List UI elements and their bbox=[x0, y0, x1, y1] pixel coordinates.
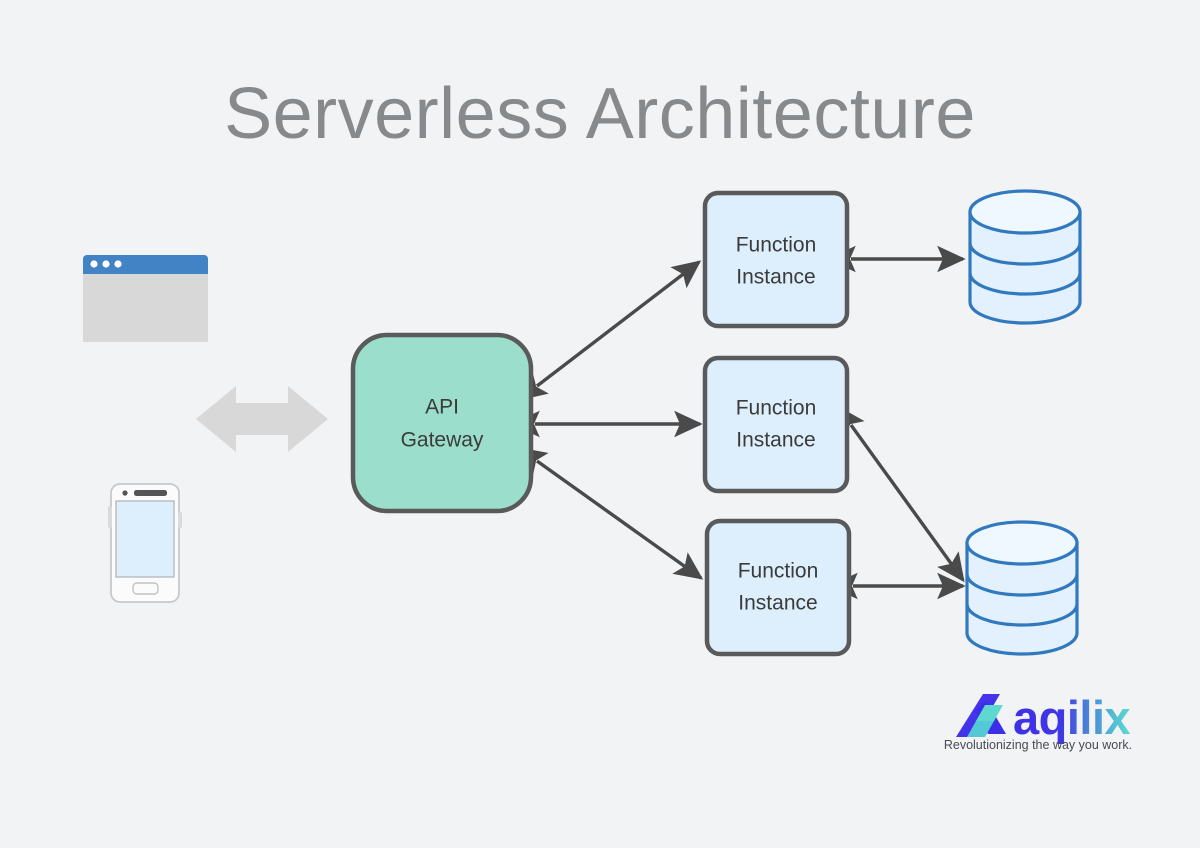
browser-dot-1 bbox=[90, 260, 98, 268]
mobile-phone-icon bbox=[108, 483, 182, 603]
database-cylinder-bottom[interactable] bbox=[965, 520, 1079, 656]
aqilix-logo[interactable]: aqilix Revolutionizing the way you work. bbox=[944, 691, 1132, 752]
phone-camera-icon bbox=[122, 490, 128, 496]
api-gateway-label-line1: API bbox=[425, 396, 459, 419]
phone-speaker-icon bbox=[134, 490, 167, 496]
function-instance-1-label-line2: Instance bbox=[736, 266, 815, 289]
gateway-to-function-3-arrow bbox=[517, 447, 704, 580]
gateway-to-function-1-arrow bbox=[518, 260, 702, 401]
page-title: Serverless Architecture bbox=[224, 74, 976, 154]
aqilix-tagline: Revolutionizing the way you work. bbox=[944, 738, 1132, 752]
phone-screen bbox=[115, 500, 175, 578]
clients-to-gateway-arrow bbox=[196, 386, 328, 452]
aqilix-logo-mark-icon bbox=[956, 694, 1006, 737]
node-function-instance-2[interactable]: Function Instance bbox=[702, 355, 850, 494]
database-bottom-band-1 bbox=[965, 573, 1079, 597]
database-top-band-1 bbox=[968, 242, 1082, 266]
database-top-band-2 bbox=[968, 272, 1082, 296]
function-instance-1-label-line1: Function bbox=[736, 234, 817, 257]
browser-dot-2 bbox=[102, 260, 110, 268]
function-instance-2-label-line1: Function bbox=[736, 397, 817, 420]
database-cylinder-top[interactable] bbox=[968, 189, 1082, 325]
phone-home-button bbox=[132, 582, 159, 595]
connector-lines bbox=[511, 245, 966, 600]
database-bottom-band-2 bbox=[965, 603, 1079, 627]
node-api-gateway[interactable]: API Gateway bbox=[350, 332, 534, 514]
node-function-instance-1[interactable]: Function Instance bbox=[702, 190, 850, 329]
function-instance-3-label-line1: Function bbox=[738, 560, 819, 583]
browser-dot-3 bbox=[114, 260, 122, 268]
aqilix-wordmark: aqilix bbox=[1013, 691, 1131, 744]
node-function-instance-3[interactable]: Function Instance bbox=[704, 518, 852, 657]
phone-side-button-right bbox=[178, 512, 182, 528]
function-instance-3-label-line2: Instance bbox=[738, 592, 817, 615]
browser-window-icon bbox=[83, 255, 208, 342]
function-instance-2-label-line2: Instance bbox=[736, 429, 815, 452]
phone-side-button-left bbox=[108, 506, 112, 528]
function-2-to-database-bottom-arrow bbox=[837, 405, 965, 583]
api-gateway-label-line2: Gateway bbox=[401, 429, 484, 452]
